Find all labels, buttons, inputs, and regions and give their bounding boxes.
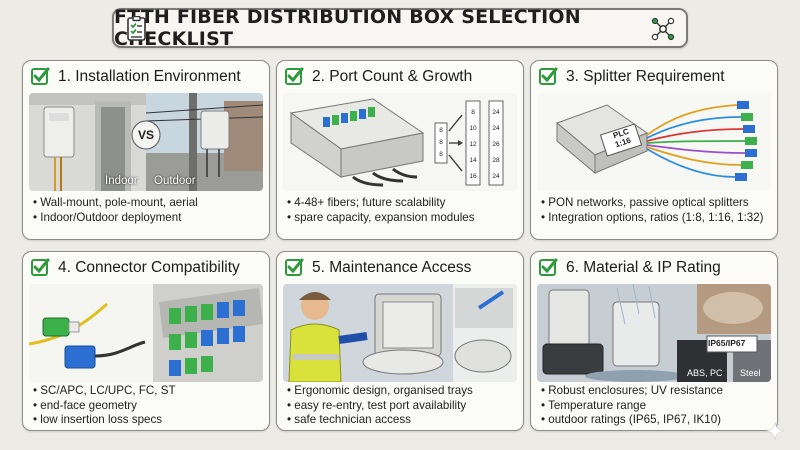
port-label: 24 <box>492 125 500 132</box>
list-item: end-face geometry <box>33 399 265 414</box>
list-item: Robust enclosures; UV resistance <box>541 384 773 399</box>
port-label: 24 <box>492 109 500 116</box>
port-label: 26 <box>492 141 500 148</box>
checkbox-checked-icon <box>31 258 50 276</box>
list-item: Integration options, ratios (1:8, 1:16, … <box>541 211 773 226</box>
bullet-list: Robust enclosures; UV resistance Tempera… <box>541 384 773 428</box>
card-splitter-requirement: 3. Splitter Requirement PLC 1:16 <box>530 60 778 240</box>
indoor-label: Indoor <box>105 175 138 187</box>
maintenance-illustration <box>283 284 517 382</box>
list-item: spare capacity, expansion modules <box>287 211 519 226</box>
list-item: easy re-entry, test port availability <box>287 399 519 414</box>
port-label: 8 <box>471 109 475 116</box>
bullet-list: PON networks, passive optical splitters … <box>541 196 773 225</box>
checkbox-checked-icon <box>539 67 558 85</box>
steel-label: Steel <box>740 368 761 378</box>
port-label: 16 <box>469 173 477 180</box>
port-label: 8 <box>439 139 443 146</box>
installation-illustration: VS Indoor Outdoor <box>29 93 263 191</box>
card-material-ip-rating: 6. Material & IP Rating IP65/IP67 ABS, P… <box>530 251 778 431</box>
bullet-list: 4-48+ fibers; future scalability spare c… <box>287 196 519 225</box>
port-label: 8 <box>439 151 443 158</box>
list-item: Ergonomic design, organised trays <box>287 384 519 399</box>
list-item: PON networks, passive optical splitters <box>541 196 773 211</box>
card-port-count-growth: 2. Port Count & Growth 8 8 <box>276 60 524 240</box>
list-item: SC/APC, LC/UPC, FC, ST <box>33 384 265 399</box>
connector-illustration <box>29 284 263 382</box>
list-item: low insertion loss specs <box>33 413 265 428</box>
network-nodes-icon <box>651 17 675 41</box>
bullet-list: Ergonomic design, organised trays easy r… <box>287 384 519 428</box>
card-title: 5. Maintenance Access <box>312 259 472 276</box>
ip-rating-badge: IP65/IP67 <box>708 338 746 348</box>
port-label: 10 <box>469 125 477 132</box>
checkbox-checked-icon <box>285 258 304 276</box>
card-maintenance-access: 5. Maintenance Access Ergonomic design, … <box>276 251 524 431</box>
card-installation-environment: 1. Installation Environment VS <box>22 60 270 240</box>
material-illustration: IP65/IP67 ABS, PC Steel <box>537 284 771 382</box>
sparkle-icon <box>766 422 784 440</box>
list-item: Temperature range <box>541 399 773 414</box>
card-title: 4. Connector Compatibility <box>58 259 240 276</box>
checkbox-checked-icon <box>31 67 50 85</box>
card-title: 3. Splitter Requirement <box>566 68 725 85</box>
list-item: Wall-mount, pole-mount, aerial <box>33 196 265 211</box>
card-title: 2. Port Count & Growth <box>312 68 473 85</box>
bullet-list: Wall-mount, pole-mount, aerial Indoor/Ou… <box>33 196 265 225</box>
checkbox-checked-icon <box>539 258 558 276</box>
list-item: outdoor ratings (IP65, IP67, IK10) <box>541 413 773 428</box>
card-title: 1. Installation Environment <box>58 68 241 85</box>
port-count-illustration: 8 8 8 8 10 12 14 16 24 24 26 28 24 <box>283 93 517 191</box>
page-title-bar: FTTH FIBER DISTRIBUTION BOX SELECTION CH… <box>112 6 688 50</box>
port-label: 24 <box>492 173 500 180</box>
list-item: 4-48+ fibers; future scalability <box>287 196 519 211</box>
list-item: Indoor/Outdoor deployment <box>33 211 265 226</box>
checklist-icon <box>127 16 146 41</box>
port-label: 8 <box>439 127 443 134</box>
list-item: safe technician access <box>287 413 519 428</box>
card-title: 6. Material & IP Rating <box>566 259 721 276</box>
card-connector-compatibility: 4. Connector Compatibility <box>22 251 270 431</box>
outdoor-label: Outdoor <box>154 175 196 187</box>
abs-pc-label: ABS, PC <box>687 368 723 378</box>
port-label: 12 <box>469 141 477 148</box>
port-label: 28 <box>492 157 500 164</box>
vs-label: VS <box>137 128 154 142</box>
port-label: 14 <box>469 157 477 164</box>
bullet-list: SC/APC, LC/UPC, FC, ST end-face geometry… <box>33 384 265 428</box>
checkbox-checked-icon <box>285 67 304 85</box>
splitter-illustration: PLC 1:16 <box>537 93 771 191</box>
page-title: FTTH FIBER DISTRIBUTION BOX SELECTION CH… <box>114 6 581 50</box>
